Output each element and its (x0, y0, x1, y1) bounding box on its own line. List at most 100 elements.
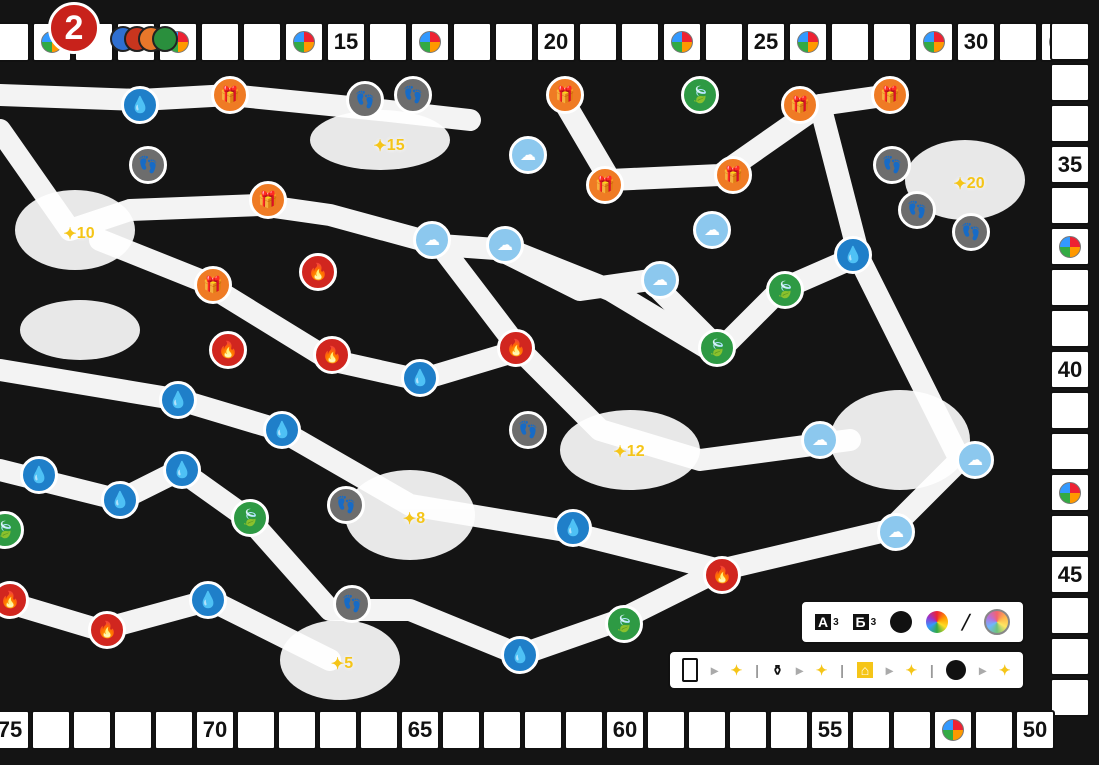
water-node[interactable]: 💧 (159, 381, 197, 419)
track-cell-top: 20 (536, 22, 576, 62)
leaf-node[interactable]: 🍃 (605, 605, 643, 643)
water-node[interactable]: 💧 (501, 636, 539, 674)
track-cell-top (410, 22, 450, 62)
gift-node[interactable]: 🎁 (714, 156, 752, 194)
track-cell-bottom (236, 710, 276, 750)
track-cell-top (368, 22, 408, 62)
track-cell-top (494, 22, 534, 62)
fire-node[interactable]: 🔥 (88, 611, 126, 649)
leaf-node[interactable]: 🍃 (698, 329, 736, 367)
star-10: ✦10 (55, 210, 103, 258)
arrow-icon: ▸ (711, 662, 718, 679)
foot-node[interactable]: 👣 (509, 411, 547, 449)
track-cell-right: 35 (1050, 145, 1090, 184)
sky-icon: ☁ (812, 430, 828, 450)
track-cell-top: 25 (746, 22, 786, 62)
foot-node[interactable]: 👣 (394, 76, 432, 114)
track-cell-bottom (851, 710, 891, 750)
sky-node[interactable]: ☁ (413, 221, 451, 259)
leaf-node[interactable]: 🍃 (231, 499, 269, 537)
track-cell-bottom (769, 710, 809, 750)
water-icon: 💧 (172, 460, 192, 480)
gift-node[interactable]: 🎁 (211, 76, 249, 114)
water-node[interactable]: 💧 (189, 581, 227, 619)
sky-node[interactable]: ☁ (956, 441, 994, 479)
water-node[interactable]: 💧 (20, 456, 58, 494)
water-node[interactable]: 💧 (834, 236, 872, 274)
player-number-badge: 2 (48, 2, 100, 54)
foot-node[interactable]: 👣 (327, 486, 365, 524)
foot-icon: 👣 (355, 90, 375, 110)
sky-node[interactable]: ☁ (641, 261, 679, 299)
water-node[interactable]: 💧 (401, 359, 439, 397)
potion-card-icon: ⚱ (772, 662, 784, 679)
track-cell-bottom (441, 710, 481, 750)
foot-icon: 👣 (907, 200, 927, 220)
gem-icon (293, 31, 315, 53)
player-token-green[interactable] (152, 26, 178, 52)
leaf-node[interactable]: 🍃 (766, 271, 804, 309)
water-node[interactable]: 💧 (163, 451, 201, 489)
track-cell-bottom (277, 710, 317, 750)
fire-node[interactable]: 🔥 (313, 336, 351, 374)
fire-node[interactable]: 🔥 (497, 329, 535, 367)
track-cell-right (1050, 63, 1090, 102)
gift-node[interactable]: 🎁 (586, 166, 624, 204)
track-cell-right (1050, 309, 1090, 348)
arrow-icon: ▸ (886, 662, 893, 679)
foot-icon: 👣 (961, 222, 981, 242)
foot-node[interactable]: 👣 (129, 146, 167, 184)
track-cell-bottom (646, 710, 686, 750)
water-node[interactable]: 💧 (263, 411, 301, 449)
sky-node[interactable]: ☁ (486, 226, 524, 264)
foot-node[interactable]: 👣 (873, 146, 911, 184)
foot-icon: 👣 (882, 155, 902, 175)
foot-node[interactable]: 👣 (333, 585, 371, 623)
gift-node[interactable]: 🎁 (249, 181, 287, 219)
sky-node[interactable]: ☁ (801, 421, 839, 459)
fire-node[interactable]: 🔥 (209, 331, 247, 369)
track-cell-top (830, 22, 870, 62)
fire-node[interactable]: 🔥 (703, 556, 741, 594)
sky-icon: ☁ (888, 522, 904, 542)
track-cell-right: 45 (1050, 555, 1090, 594)
gift-icon: 🎁 (203, 275, 223, 295)
foot-node[interactable]: 👣 (952, 213, 990, 251)
track-cell-bottom (359, 710, 399, 750)
track-cell-right (1050, 22, 1090, 61)
foot-node[interactable]: 👣 (346, 81, 384, 119)
star-icon: ✦ (731, 662, 743, 679)
fire-node[interactable]: 🔥 (299, 253, 337, 291)
track-cell-top: 15 (326, 22, 366, 62)
gift-icon: 🎁 (790, 95, 810, 115)
water-icon: 💧 (29, 465, 49, 485)
water-icon: 💧 (130, 95, 150, 115)
water-node[interactable]: 💧 (554, 509, 592, 547)
sky-node[interactable]: ☁ (693, 211, 731, 249)
track-cell-top (872, 22, 912, 62)
leaf-icon: 🍃 (0, 520, 15, 540)
sky-node[interactable]: ☁ (877, 513, 915, 551)
water-node[interactable]: 💧 (101, 481, 139, 519)
gem-icon (419, 31, 441, 53)
gift-node[interactable]: 🎁 (871, 76, 909, 114)
track-cell-top (284, 22, 324, 62)
leaf-icon: 🍃 (775, 280, 795, 300)
gift-node[interactable]: 🎁 (781, 86, 819, 124)
track-cell-bottom (728, 710, 768, 750)
leaf-node[interactable]: 🍃 (681, 76, 719, 114)
gift-node[interactable]: 🎁 (194, 266, 232, 304)
foot-node[interactable]: 👣 (898, 191, 936, 229)
track-cell-bottom (564, 710, 604, 750)
water-node[interactable]: 💧 (121, 86, 159, 124)
sky-icon: ☁ (497, 235, 513, 255)
water-icon: 💧 (168, 390, 188, 410)
track-cell-bottom (318, 710, 358, 750)
star-20: ✦20 (945, 160, 993, 208)
track-cell-bottom (687, 710, 727, 750)
gem-icon (671, 31, 693, 53)
sky-node[interactable]: ☁ (509, 136, 547, 174)
star-value: 15 (387, 137, 405, 155)
gift-node[interactable]: 🎁 (546, 76, 584, 114)
